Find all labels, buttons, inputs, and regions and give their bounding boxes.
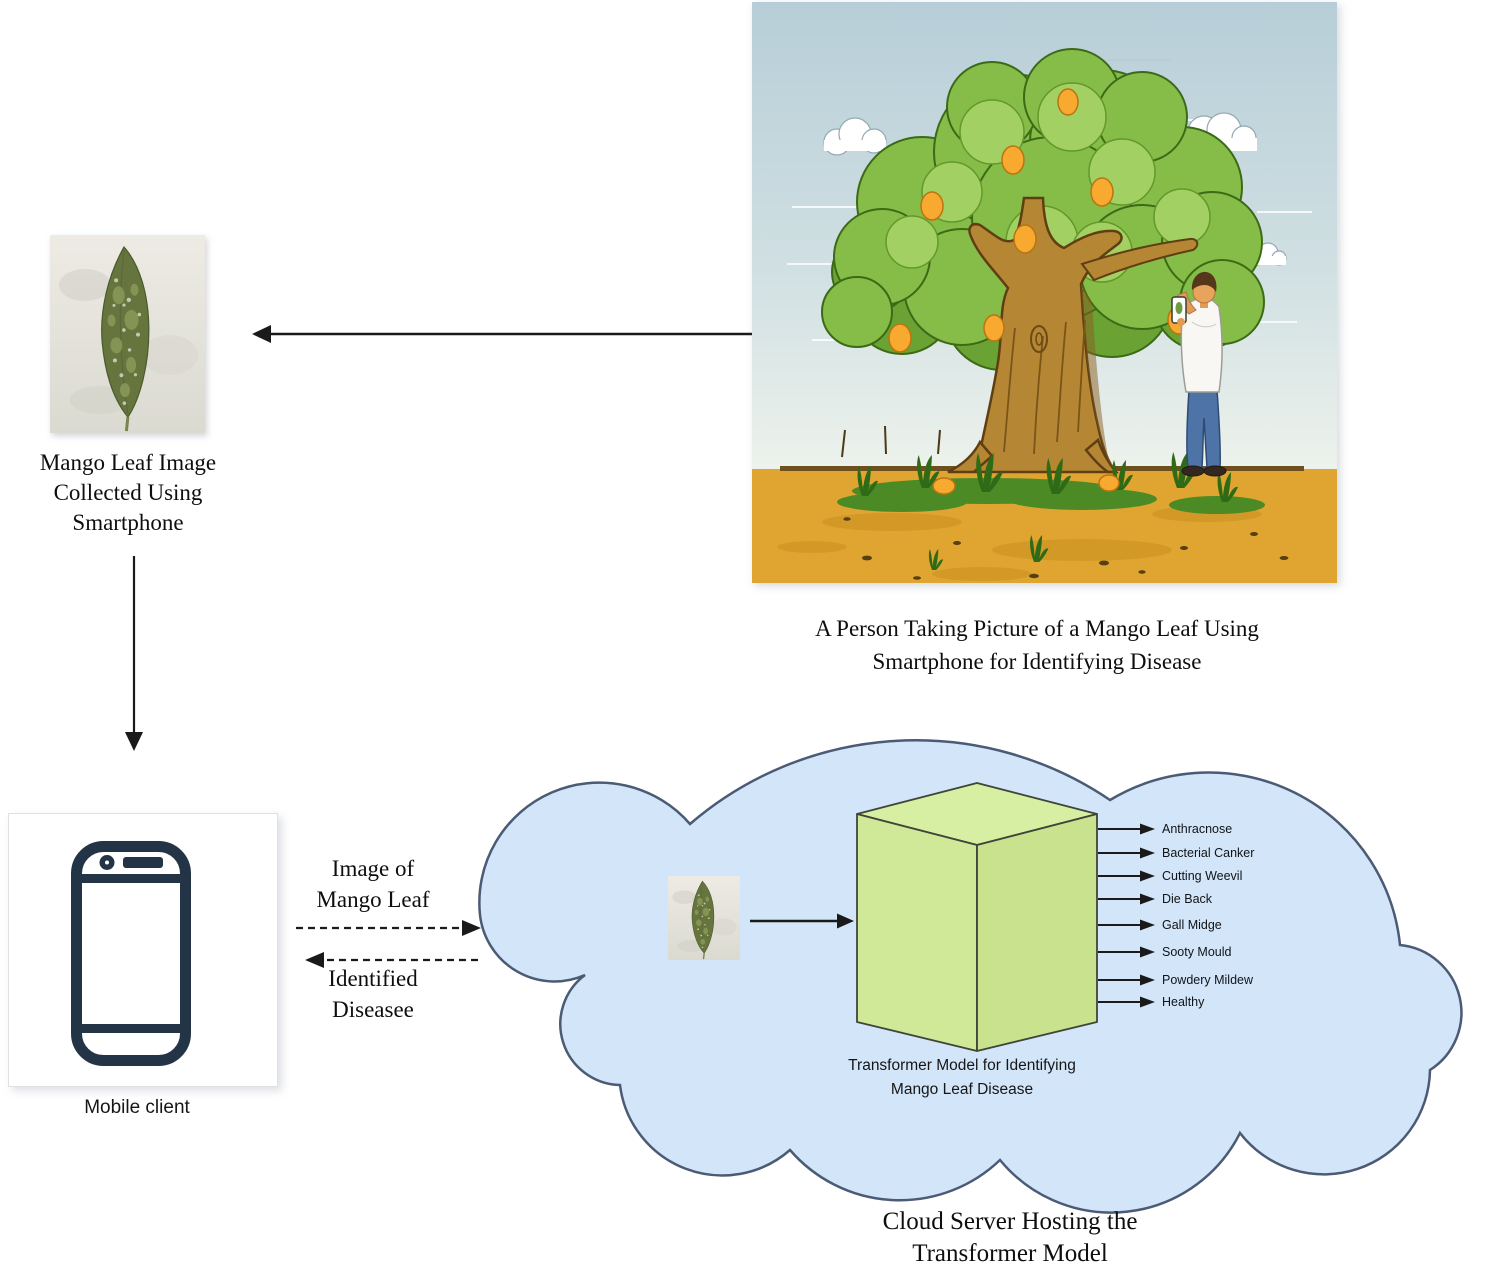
- mango-leaf-photo: [50, 235, 205, 433]
- grass: [837, 452, 1265, 570]
- mango-tree-illustration: [752, 2, 1337, 583]
- mangoes: [888, 88, 1191, 495]
- mobile-client-label: Mobile client: [84, 1097, 190, 1118]
- transformer-box: [856, 782, 1098, 1052]
- output-label-sooty-mould: Sooty Mould: [1162, 945, 1232, 959]
- arrow-leaf-to-model: [750, 913, 854, 929]
- shoe: [1203, 465, 1227, 477]
- output-label-die-back: Die Back: [1162, 892, 1213, 906]
- arrow-tree-to-leaf: [252, 325, 752, 343]
- cloud-shape: [478, 739, 1463, 1214]
- arrow-leaf-to-mobile: [125, 556, 143, 751]
- hair: [1191, 271, 1217, 292]
- shoe: [1181, 465, 1205, 477]
- cloud-server-caption: Cloud Server Hosting the Transformer Mod…: [882, 1208, 1138, 1267]
- transformer-model-label: Transformer Model for Identifying Mango …: [848, 1057, 1076, 1098]
- output-label-cutting-weevil: Cutting Weevil: [1162, 869, 1243, 883]
- mobile-client-box: [8, 813, 278, 1087]
- arrows-model-outputs: [1098, 823, 1155, 1008]
- output-label-anthracnose: Anthracnose: [1162, 822, 1233, 836]
- jeans: [1186, 389, 1222, 469]
- phone-screen-leaf: [1175, 302, 1183, 314]
- person: [1171, 271, 1227, 477]
- output-label-healthy: Healthy: [1162, 995, 1205, 1009]
- image-of-mango-leaf-label: Image of Mango Leaf: [316, 856, 430, 912]
- neck: [1200, 301, 1208, 308]
- ground-debris: [843, 517, 1289, 580]
- identified-disease-label: Identified Diseasee: [328, 966, 418, 1022]
- mango-leaf-photo-small: [668, 876, 740, 960]
- output-label-bacterial-canker: Bacterial Canker: [1162, 846, 1255, 860]
- smartphone-icon: [71, 841, 191, 1066]
- tree-trunk: [947, 196, 1199, 474]
- hand: [1177, 318, 1185, 326]
- output-label-powdery-mildew: Powdery Mildew: [1162, 973, 1254, 987]
- leaf-caption: Mango Leaf Image Collected Using Smartph…: [39, 450, 217, 535]
- tree-caption: A Person Taking Picture of a Mango Leaf …: [815, 616, 1259, 674]
- dry-sticks: [841, 425, 941, 458]
- arrow-image-to-cloud: [296, 920, 481, 936]
- output-label-gall-midge: Gall Midge: [1162, 918, 1222, 932]
- phone-speaker-bar: [123, 857, 163, 868]
